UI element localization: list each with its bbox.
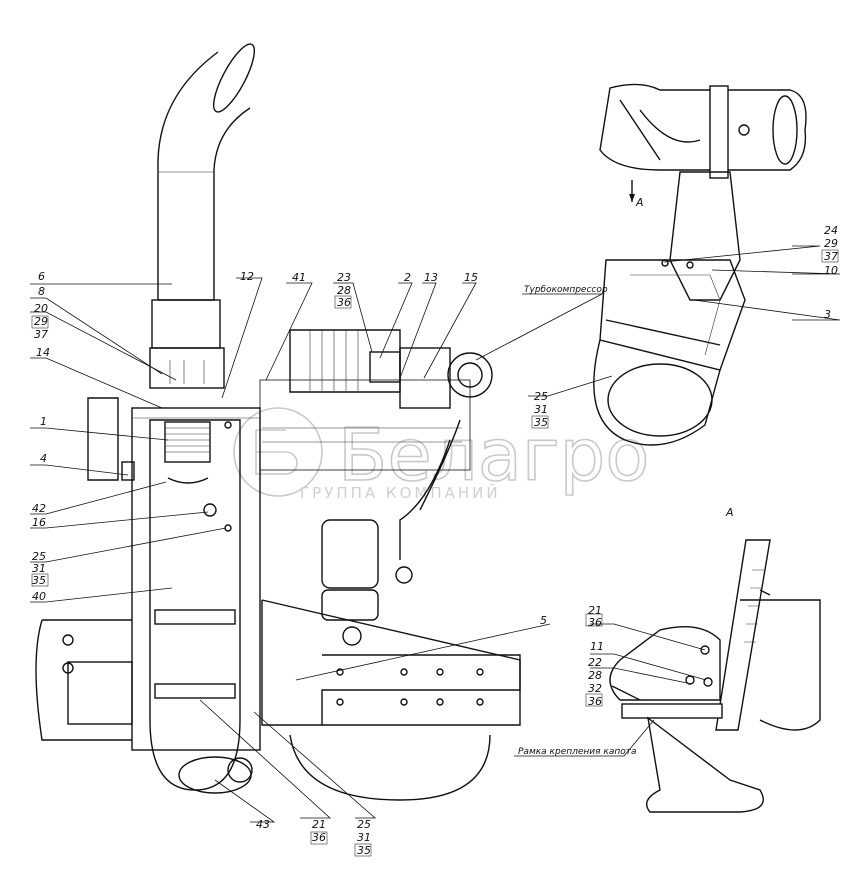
label-1: 1 [40, 415, 47, 428]
turbocharger [447, 352, 493, 398]
label-11: 11 [590, 640, 604, 653]
label-15: 15 [464, 271, 478, 284]
label-31a: 31 [32, 562, 46, 575]
starter-upper [321, 519, 379, 589]
label-14: 14 [36, 346, 50, 359]
top-bracket [709, 85, 729, 179]
label-21a: 21 [312, 818, 326, 831]
leader-lines [30, 245, 841, 823]
label-8: 8 [38, 285, 45, 298]
label-42: 42 [32, 502, 46, 515]
label-36d: 36 [588, 695, 602, 708]
view-a [593, 83, 807, 446]
label-36a: 36 [337, 296, 351, 309]
left-bracket [87, 397, 119, 481]
watermark-logo-glyph [255, 429, 298, 475]
label-boxes [31, 249, 839, 857]
air-cleaner-body [149, 419, 241, 791]
label-6: 6 [38, 270, 45, 283]
label-35a: 35 [32, 574, 46, 587]
hood-mount-detail [609, 539, 821, 813]
mount-plate [609, 625, 721, 701]
bottom-cap [178, 756, 252, 794]
label-36c: 36 [588, 616, 602, 629]
label-37b: 37 [824, 250, 838, 263]
intake-elbow-top [599, 83, 807, 171]
label-4: 4 [40, 452, 47, 465]
label-31b: 31 [357, 831, 371, 844]
label-20: 20 [34, 302, 48, 315]
label-16: 16 [32, 516, 46, 529]
label-29b: 29 [824, 237, 838, 250]
label-12: 12 [240, 270, 254, 283]
label-13: 13 [424, 271, 438, 284]
label-2: 2 [404, 271, 411, 284]
label-28b: 28 [588, 669, 602, 682]
label-5: 5 [540, 614, 547, 627]
intake-pipe [289, 329, 401, 393]
oil-line [399, 439, 451, 560]
label-turbocharger: Турбокомпрессор [524, 285, 608, 295]
label-41: 41 [292, 271, 306, 284]
label-35b: 35 [357, 844, 371, 857]
label-40: 40 [32, 590, 46, 603]
watermark-logo-circle [233, 407, 323, 497]
label-21c: 21 [588, 604, 602, 617]
watermark-subtitle: ГРУППА КОМПАНИЙ [300, 483, 501, 502]
hood-frame-bar [621, 703, 723, 719]
exhaust-pipe-left-edge [157, 51, 219, 300]
label-10: 10 [824, 264, 838, 277]
label-31c: 31 [534, 403, 548, 416]
label-43: 43 [256, 818, 270, 831]
label-view-a-arrow: A [635, 196, 644, 209]
label-25c: 25 [534, 390, 548, 403]
hood-contour [739, 599, 821, 731]
main-view [35, 43, 521, 801]
label-35c: 35 [534, 416, 548, 429]
strap-upper [154, 609, 236, 625]
label-32: 32 [588, 682, 602, 695]
clamp-band [599, 259, 746, 371]
hood-panel [131, 407, 261, 751]
intake-pipe-a [669, 171, 741, 301]
label-37a: 37 [34, 328, 48, 341]
lower-frame [35, 619, 132, 741]
label-hood-frame: Рамка крепления капота [518, 747, 637, 757]
exhaust-sleeve [151, 299, 221, 349]
oil-pan [289, 734, 491, 801]
watermark: Белагро ГРУППА КОМПАНИЙ [233, 407, 650, 502]
label-view-a-title: A [725, 506, 734, 519]
label-25b: 25 [357, 818, 371, 831]
label-25a: 25 [32, 550, 46, 563]
air-cleaner-inlet [164, 421, 211, 463]
label-23: 23 [337, 271, 351, 284]
frame-beam [261, 599, 521, 726]
turbocharger-housing [399, 347, 451, 409]
label-36b: 36 [312, 831, 326, 844]
exhaust-clamp [149, 347, 225, 389]
exhaust-pipe-right-edge [213, 107, 251, 300]
label-3: 3 [824, 308, 831, 321]
mount-post [715, 539, 771, 731]
cleaner-outlet [607, 363, 713, 437]
label-22: 22 [588, 656, 602, 669]
callouts: 6 8 20 29 37 14 1 4 42 16 25 31 35 40 12… [32, 196, 838, 857]
label-28a: 28 [337, 284, 351, 297]
label-24: 24 [824, 224, 838, 237]
label-29a: 29 [34, 315, 48, 328]
engine-block [259, 379, 471, 471]
strap-lower [154, 683, 236, 699]
exhaust-pipe-mouth [212, 43, 256, 113]
watermark-brand: Белагро [338, 413, 649, 497]
